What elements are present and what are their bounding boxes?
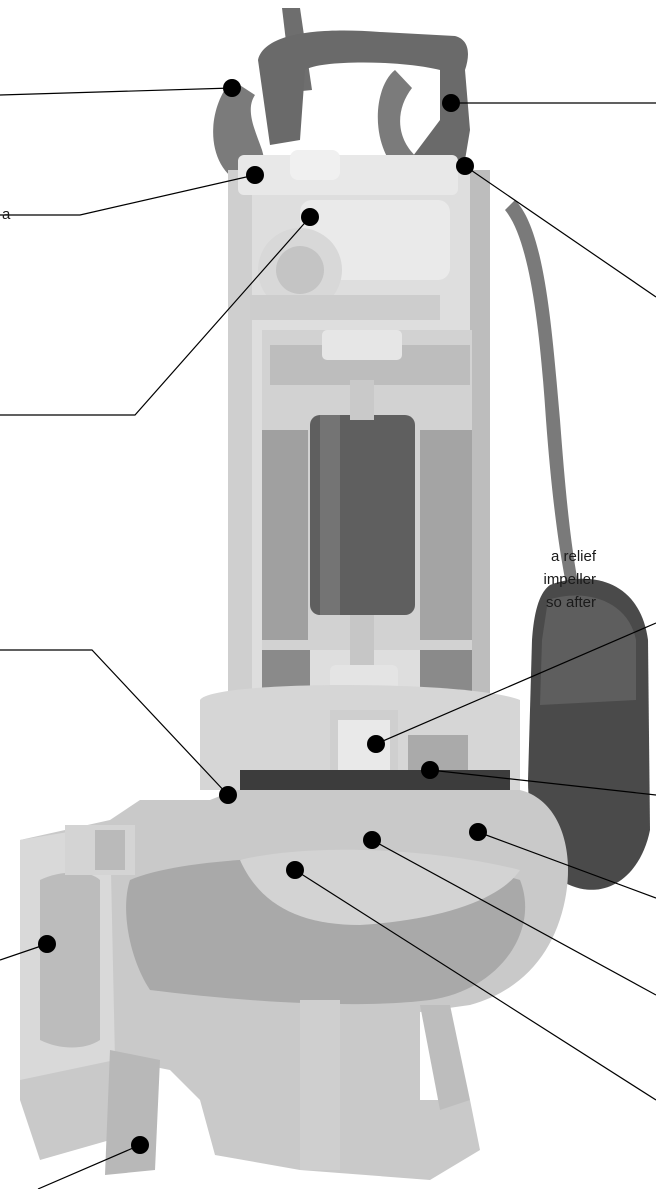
callout-text-4a: a relief — [550, 548, 596, 565]
callout-dot-8 — [456, 157, 474, 175]
callout-line-12 — [371, 839, 656, 996]
callout-dot-4 — [219, 786, 237, 804]
seal-chamber — [200, 685, 520, 800]
callout-dot-11 — [469, 823, 487, 841]
callout-line-2 — [0, 174, 256, 216]
callout-line-13 — [294, 869, 656, 1101]
callout-lines — [0, 87, 656, 1189]
callout-dots — [38, 79, 487, 1154]
callout-dot-12 — [363, 831, 381, 849]
callout-dot-9 — [367, 735, 385, 753]
callout-line-10 — [429, 769, 656, 796]
callout-dot-10 — [421, 761, 439, 779]
callout-dot-2 — [246, 166, 264, 184]
callout-dot-5 — [38, 935, 56, 953]
callout-line-9 — [375, 622, 656, 745]
float-switch-cable — [505, 200, 582, 602]
callout-dot-13 — [286, 861, 304, 879]
callout-dot-3 — [301, 208, 319, 226]
motor-internals — [262, 330, 472, 730]
callout-line-6 — [37, 1144, 141, 1189]
callout-line-3 — [0, 216, 311, 416]
pump-casing — [20, 790, 568, 1180]
callout-line-11 — [477, 831, 656, 899]
callout-line-4 — [0, 649, 229, 796]
callout-text-4b: impeller — [543, 571, 596, 588]
callout-line-1 — [0, 87, 233, 96]
callout-dot-7 — [442, 94, 460, 112]
callout-dot-6 — [131, 1136, 149, 1154]
callout-text-2: a — [2, 206, 11, 223]
callout-dot-1 — [223, 79, 241, 97]
callout-line-8 — [464, 165, 656, 298]
callout-text-4c: so after — [545, 594, 596, 611]
float-switch — [528, 578, 650, 890]
